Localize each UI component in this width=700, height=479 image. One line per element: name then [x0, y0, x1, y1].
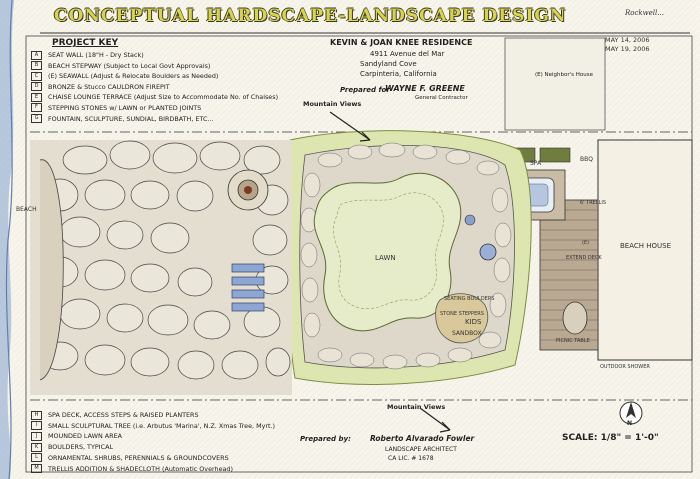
project-key-heading: PROJECT KEY	[52, 38, 119, 48]
lawn	[313, 172, 462, 332]
beach-house-label: BEACH HOUSE	[620, 242, 672, 250]
client-address-2: Sandyland Cove	[360, 60, 417, 68]
scale-label: SCALE: 1/8" = 1'-0"	[562, 433, 659, 443]
designer-name: Roberto Alvarado Fowler	[370, 434, 475, 443]
view-arrow-bottom	[419, 407, 451, 431]
contractor-role: General Contractor	[415, 95, 468, 101]
north-arrow	[619, 401, 643, 425]
dates: MAY 14, 2006 MAY 19, 2006	[605, 36, 650, 54]
neighbor-house	[504, 37, 606, 131]
outdoor-shower-label: OUTDOOR SHOWER	[600, 364, 650, 370]
date-1: MAY 14, 2006	[605, 36, 650, 44]
north-label: N	[627, 420, 633, 427]
stone-steppers-label: STONE STEPPERS	[440, 311, 484, 317]
neighbors-label: (E) Neighbor's House	[535, 72, 593, 78]
designer-license: CA LIC. # 1678	[388, 455, 434, 462]
kids-label: KIDS	[465, 318, 482, 326]
chaise-lounges	[231, 263, 265, 312]
spa-label: SPA	[530, 160, 542, 167]
sheet-title: CONCEPTUAL HARDSCAPE-LANDSCAPE DESIGN	[54, 6, 567, 26]
sandbox	[435, 293, 489, 344]
client-address-3: Carpinteria, California	[360, 70, 437, 78]
client-address-1: 4911 Avenue del Mar	[370, 50, 445, 58]
trellis-tag: (E)	[582, 240, 590, 246]
fountain	[479, 243, 497, 261]
bbq-label: BBQ	[580, 156, 593, 163]
prepared-by-label: Prepared by:	[300, 435, 351, 443]
sandbox-label: SANDBOX	[452, 330, 482, 337]
mountain-views-bottom: Mountain Views	[387, 403, 446, 411]
view-arrow-top	[329, 111, 371, 141]
beach-house	[597, 139, 693, 361]
prepared-for-label: Prepared for	[340, 86, 390, 94]
key-item-c: C(E) SEAWALL (Adjust & Relocate Boulders…	[31, 71, 278, 82]
extend-deck-label: EXTEND DECK	[566, 255, 602, 261]
seating-boulders-label: SEATING BOULDERS	[444, 296, 495, 302]
trellis-label: 6' TRELLIS	[580, 200, 607, 206]
client-name: KEVIN & JOAN KNEE RESIDENCE	[330, 38, 473, 47]
lawn-label: LAWN	[375, 254, 396, 262]
boulder-field	[41, 140, 291, 380]
designer-role: LANDSCAPE ARCHITECT	[385, 446, 457, 453]
picnic-table-label: PICNIC TABLE	[556, 338, 590, 344]
date-2: MAY 19, 2006	[605, 45, 650, 53]
picnic-table	[562, 301, 588, 335]
contractor-name: WAYNE F. GREENE	[385, 84, 465, 93]
beach-label: BEACH	[16, 206, 37, 213]
water-edge	[0, 0, 14, 479]
firepit	[227, 169, 269, 211]
mountain-views-top: Mountain Views	[303, 100, 362, 108]
signature-top: Rockwell...	[625, 9, 664, 17]
